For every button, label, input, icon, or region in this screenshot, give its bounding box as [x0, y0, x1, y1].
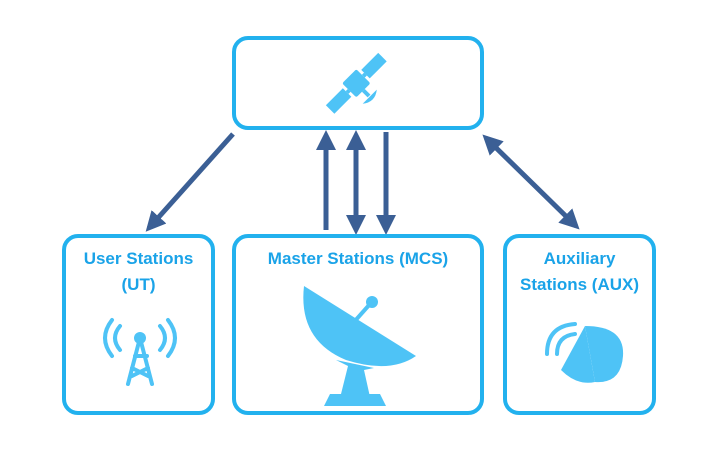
satellite-icon — [325, 52, 387, 114]
user-stations-label-line2: (UT) — [121, 275, 156, 294]
radio-tower-icon — [103, 318, 177, 386]
satellite-dish-icon — [303, 286, 416, 406]
satellite-node — [232, 36, 484, 130]
master-stations-label: Master Stations (MCS) — [267, 249, 449, 268]
auxiliary-stations-node: Auxiliary Stations (AUX) — [503, 234, 656, 415]
user-stations-node: User Stations (UT) — [62, 234, 215, 415]
auxiliary-stations-label-line2: Stations (AUX) — [520, 275, 639, 294]
master-stations-node: Master Stations (MCS) — [232, 234, 484, 415]
user-stations-label-line1: User Stations — [83, 249, 194, 268]
signal-dish-icon — [545, 322, 624, 383]
arrow-satellite-auxiliary-bidirectional — [482, 134, 580, 230]
arrow-satellite-to-user — [145, 132, 235, 232]
auxiliary-stations-label-line1: Auxiliary — [543, 249, 616, 268]
